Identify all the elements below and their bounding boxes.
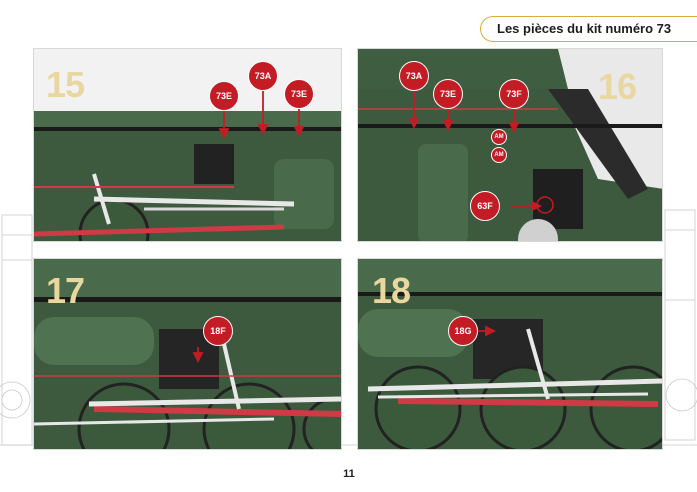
- part-badge-am: AM: [491, 147, 507, 163]
- step-number: 18: [372, 270, 411, 311]
- part-badge-73f: 73F: [499, 79, 529, 109]
- page-title: Les pièces du kit numéro 73: [497, 21, 672, 36]
- step-number: 16: [598, 66, 637, 107]
- photo-panel-16: 16 73A 73E 73F AM AM 63F: [357, 48, 663, 242]
- page-number: 11: [343, 468, 355, 480]
- part-badge-18g: 18G: [448, 316, 478, 346]
- part-badge-63f: 63F: [470, 191, 500, 221]
- locomotive-photo-17: [34, 259, 341, 449]
- step-number: 15: [46, 64, 85, 105]
- callout-arrows: [192, 347, 204, 364]
- callout-arrows: [408, 89, 554, 214]
- part-badge-73a: 73A: [399, 61, 429, 91]
- photo-panel-15: 15 73E 73A 73E: [33, 48, 342, 242]
- part-badge-73e: 73E: [209, 81, 239, 111]
- part-badge-73e: 73E: [284, 79, 314, 109]
- locomotive-photo-18: [358, 259, 662, 449]
- photo-panel-17: 17 18F: [33, 258, 342, 450]
- locomotive-photo-16: [358, 49, 662, 241]
- callout-arrows: [218, 89, 305, 140]
- part-badge-18f: 18F: [203, 316, 233, 346]
- step-number: 17: [46, 270, 85, 311]
- callout-arrows: [476, 325, 497, 337]
- locomotive-photo-15: [34, 49, 341, 241]
- photo-panel-18: 18 18G: [357, 258, 663, 450]
- part-badge-73e: 73E: [433, 79, 463, 109]
- part-badge-73a: 73A: [248, 61, 278, 91]
- part-badge-am: AM: [491, 129, 507, 145]
- header-banner: [480, 16, 697, 42]
